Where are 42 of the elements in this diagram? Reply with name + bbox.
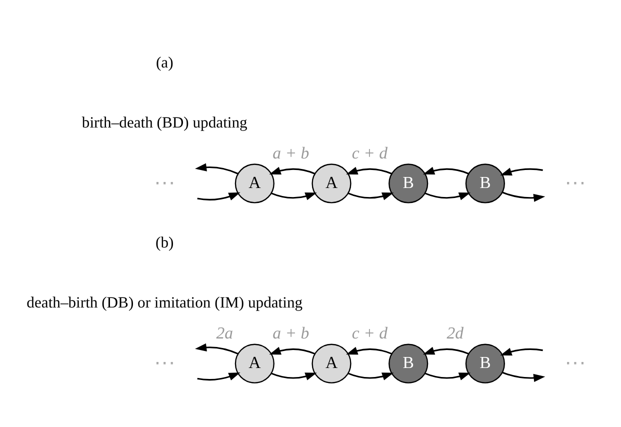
node-text: ··· xyxy=(154,168,176,194)
arrow xyxy=(197,192,240,200)
arrow xyxy=(195,163,238,174)
node-circle: A xyxy=(234,164,274,204)
arrow xyxy=(271,192,317,200)
node-text: ··· xyxy=(564,348,586,374)
node-label: c + d xyxy=(352,144,388,163)
arrow xyxy=(500,348,543,356)
arrow xyxy=(195,343,238,355)
node-text: ··· xyxy=(564,168,586,194)
arrow xyxy=(422,346,469,355)
node-text: ··· xyxy=(154,348,176,374)
arrow xyxy=(348,372,394,380)
node-circle: B xyxy=(388,164,428,204)
node-circle: B xyxy=(388,344,428,384)
label: death–birth (DB) or imitation (IM) updating xyxy=(26,294,303,312)
node-label: 2d xyxy=(446,324,464,343)
node-label: c + d xyxy=(352,324,388,343)
node-circle: B xyxy=(465,344,506,384)
node-circle: A xyxy=(312,164,352,204)
arrow xyxy=(269,346,315,355)
node-circle: A xyxy=(312,344,352,384)
node-circle: A xyxy=(234,344,274,384)
arrow xyxy=(422,166,469,174)
node-label: a + b xyxy=(272,324,310,343)
arrow xyxy=(500,168,543,176)
arrow xyxy=(348,192,394,200)
node-label: 2a xyxy=(216,324,234,343)
arrow xyxy=(346,166,392,174)
arrow xyxy=(269,166,315,174)
arrow xyxy=(271,372,317,380)
label: (a) xyxy=(156,54,174,72)
arrow xyxy=(346,346,392,355)
arrow xyxy=(424,372,471,380)
node-label: a + b xyxy=(272,144,310,163)
arrow xyxy=(197,372,240,381)
arrow xyxy=(502,192,546,202)
label: birth–death (BD) updating xyxy=(82,114,248,132)
arrow xyxy=(502,372,546,382)
label: (b) xyxy=(156,234,174,252)
arrow xyxy=(424,192,471,200)
node-circle: B xyxy=(465,164,506,204)
